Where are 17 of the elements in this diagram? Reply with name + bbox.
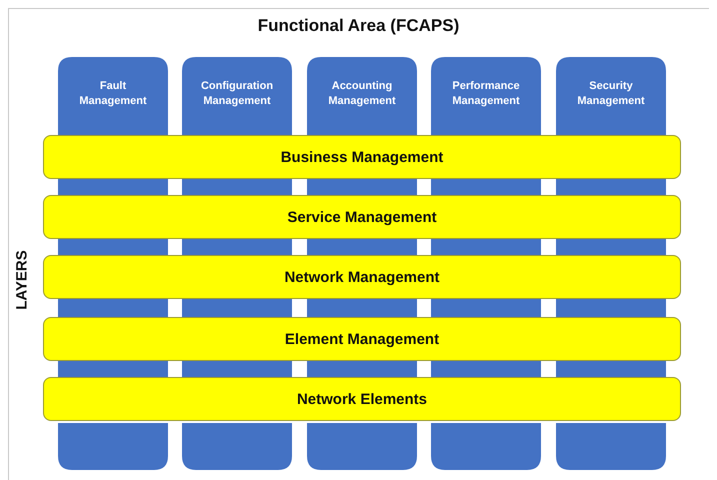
column-title: Security Management	[576, 79, 646, 109]
layer-title: Network Elements	[296, 390, 428, 408]
layer-band	[43, 377, 681, 421]
layer-band	[43, 135, 681, 179]
column-title: Configuration Management	[200, 79, 274, 109]
layer-title: Business Management	[280, 148, 444, 166]
layer-title: Service Management	[287, 208, 437, 226]
layer-title: Element Management	[284, 330, 440, 348]
column-title: Fault Management	[78, 79, 148, 109]
axis-label: LAYERS	[14, 250, 30, 310]
column-title: Accounting Management	[327, 79, 397, 109]
layer-title: Network Management	[284, 268, 440, 286]
diagram-title: Functional Area (FCAPS)	[256, 16, 460, 36]
layer-band	[43, 255, 681, 299]
layer-band	[43, 317, 681, 361]
layer-band	[43, 195, 681, 239]
column-title: Performance Management	[451, 79, 521, 109]
